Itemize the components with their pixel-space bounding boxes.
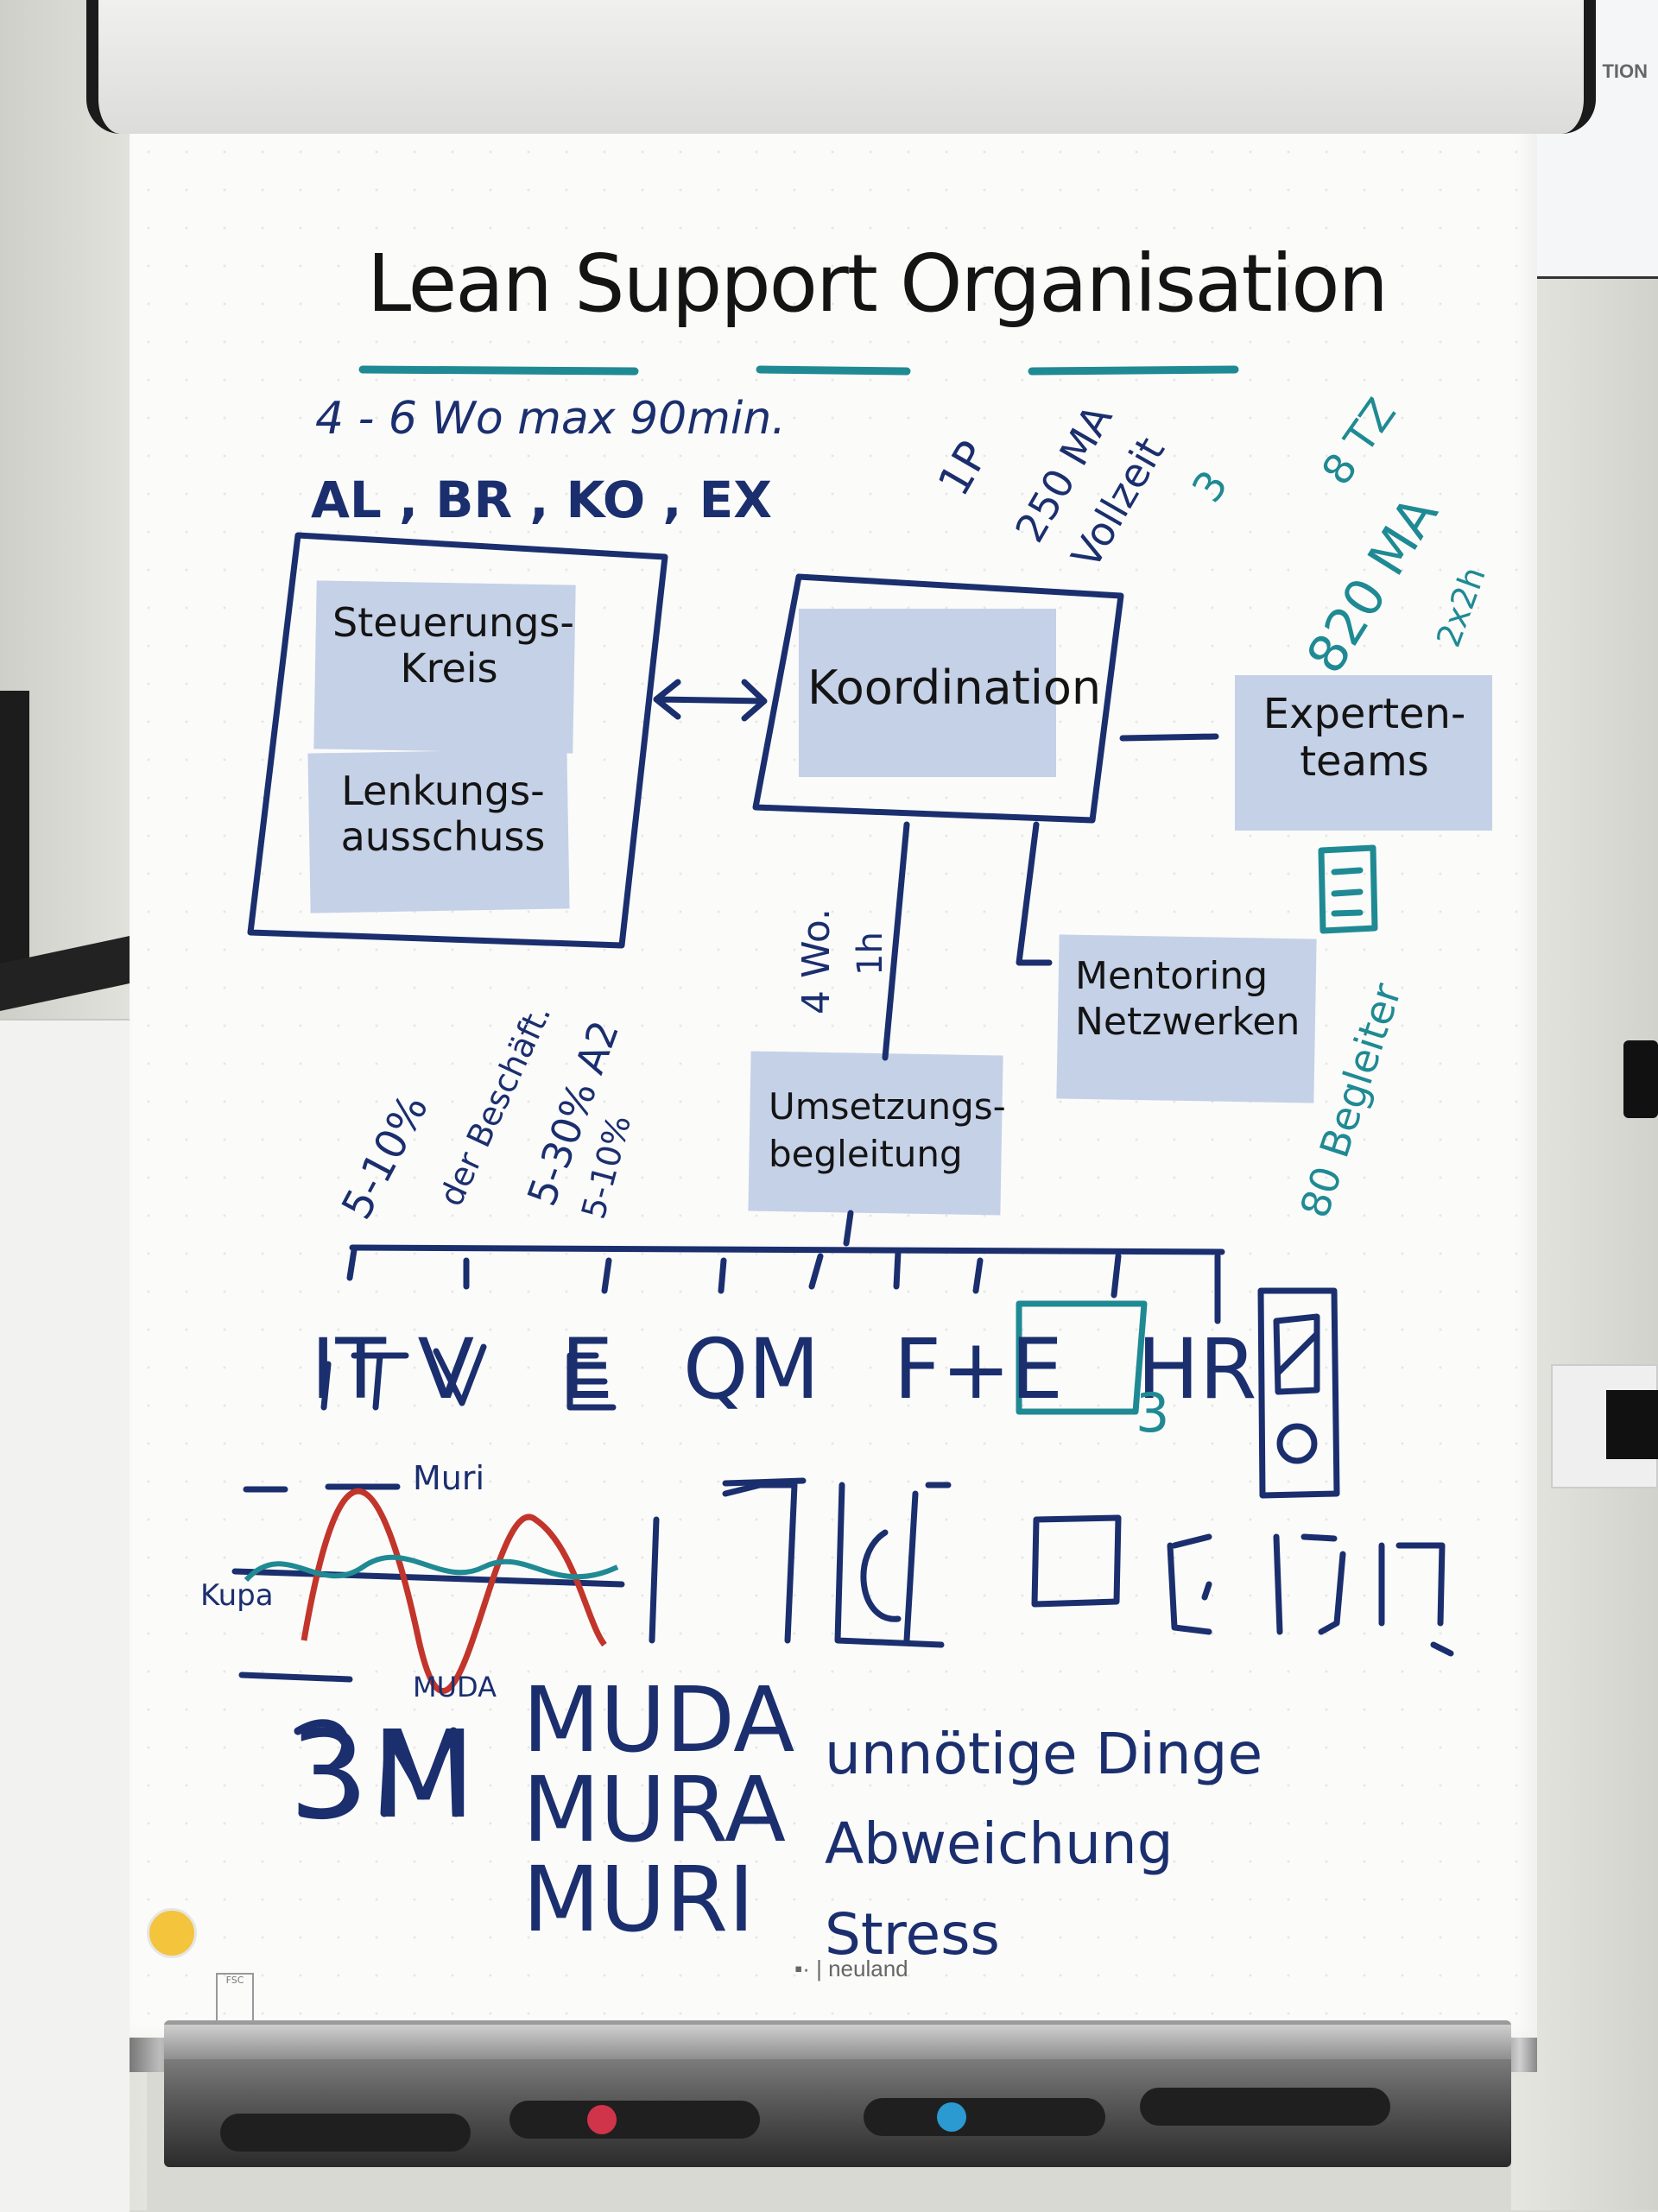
wall-clip <box>1623 1040 1658 1118</box>
wave-teal <box>244 1554 619 1583</box>
three-m-terms: MUDA MURA MURI <box>522 1675 794 1944</box>
note-expertenteams <box>1235 675 1492 831</box>
members-note: AL , BR , KO , EX <box>311 471 772 529</box>
marker-black-1[interactable] <box>220 2114 471 2152</box>
meaning-muda: unnötige Dinge <box>825 1721 1263 1787</box>
label-muri: Muri <box>413 1459 485 1497</box>
marker-red[interactable] <box>509 2101 760 2139</box>
department-bar <box>349 1244 1225 1255</box>
label-steuerungskreis: Steuerungs- Kreis <box>332 599 574 692</box>
three-m-meanings: unnötige Dinge Abweichung Stress <box>825 1710 1262 1980</box>
koordination-frame <box>752 573 1124 824</box>
dept-v-label: V <box>417 1321 475 1418</box>
dept-qm-label: QM <box>682 1321 820 1418</box>
expert-connector <box>1119 733 1219 742</box>
double-arrow <box>653 679 768 722</box>
term-mura: MURA <box>522 1757 787 1862</box>
label-kupa: Kupa <box>200 1578 274 1613</box>
monitor <box>0 691 29 984</box>
wall-poster-text: TION <box>1602 60 1648 82</box>
departments-row: IT V E QM F+E HR <box>311 1321 1256 1418</box>
brand-name: neuland <box>828 1956 908 1981</box>
dept-it <box>320 1352 409 1411</box>
heading-3m <box>294 1719 460 1819</box>
left-frame <box>247 532 668 949</box>
hours-note: 1h <box>851 932 890 976</box>
label-mentoring: Mentoring Netzwerken <box>1075 954 1300 1044</box>
dept-hr-label: HR <box>1136 1321 1257 1418</box>
dept-it-label: IT <box>311 1321 386 1418</box>
page-title: Lean Support Organisation <box>367 237 1389 330</box>
meaning-muri: Stress <box>825 1900 1000 1968</box>
label-umsetzung: Umsetzungs- begleitung <box>769 1085 1006 1175</box>
weeks-note: 4 Wo. <box>794 907 838 1014</box>
hr-subscript: 3 <box>1136 1381 1170 1444</box>
hr-box <box>1016 1300 1148 1415</box>
department-ticks <box>346 1247 1221 1324</box>
connector-umsetzung <box>882 821 910 1061</box>
note-koordination <box>799 609 1056 777</box>
label-expertenteams: Experten- teams <box>1262 690 1466 787</box>
connector-mentoring <box>1016 821 1053 966</box>
term-muda: MUDA <box>522 1667 795 1773</box>
marker-black-2[interactable] <box>1140 2088 1390 2126</box>
fsc-mark: FSC <box>216 1973 254 2024</box>
term-muri: MURI <box>522 1847 755 1952</box>
label-koordination: Koordination <box>807 660 1102 715</box>
label-muda-small: MUDA <box>413 1671 497 1703</box>
label-lenkungsausschuss: Lenkungs- ausschuss <box>340 768 546 860</box>
dept-e-label: E <box>560 1321 614 1418</box>
paper-roll <box>86 0 1596 134</box>
wave-baseline <box>231 1568 625 1588</box>
cabinet <box>0 1019 130 2212</box>
meaning-mura: Abweichung <box>825 1811 1174 1878</box>
wave-red <box>301 1488 607 1694</box>
dept-e <box>566 1352 617 1411</box>
marker-blue[interactable] <box>864 2098 1105 2136</box>
dept-fe-label: F+E <box>893 1321 1064 1418</box>
title-underline <box>358 365 1239 376</box>
brand-logo: ▪· | neuland <box>794 1956 908 1981</box>
meeting-note: 4 - 6 Wo max 90min. <box>315 393 786 445</box>
heading-3m-label: 3M <box>289 1705 481 1846</box>
wall-socket-insert <box>1606 1390 1658 1459</box>
smiley-magnet <box>147 1908 197 1958</box>
dept-v <box>433 1343 487 1406</box>
side-box <box>1257 1287 1340 1499</box>
marker-tray-lip <box>164 2025 1511 2059</box>
